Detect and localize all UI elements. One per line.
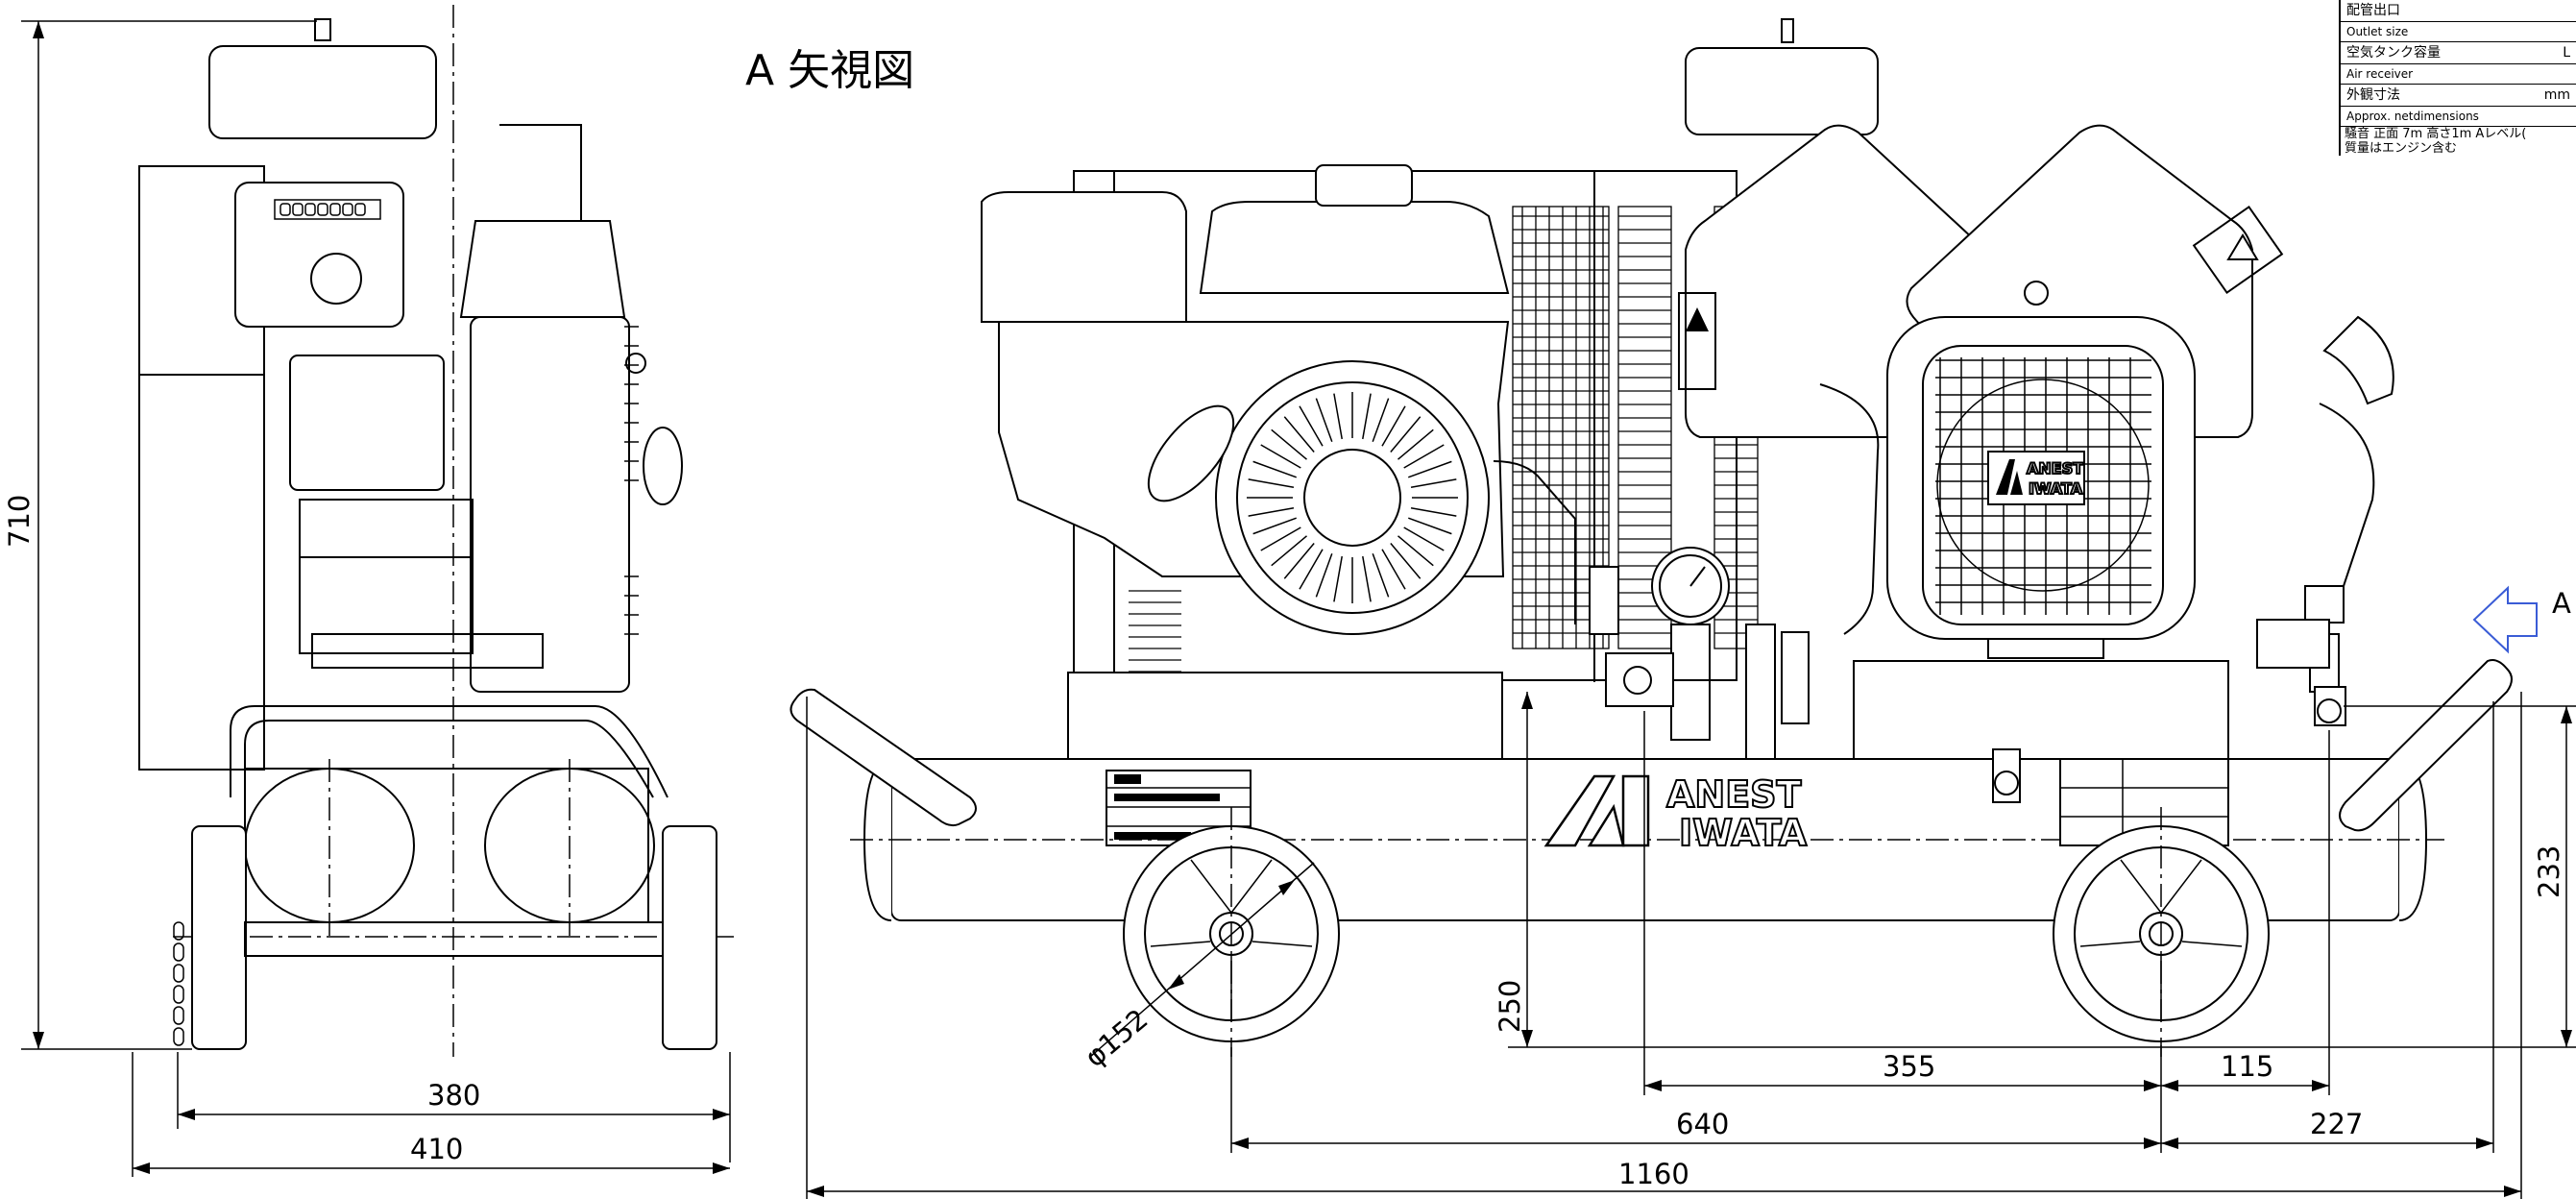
spec-note-weight: 質量はエンジン含む [2345, 141, 2458, 156]
brand-anest: ANEST [1666, 773, 1802, 816]
spec-unit: mm [2543, 87, 2570, 103]
dim-pitch-a: 355 [1883, 1050, 1935, 1083]
spec-label-en: Approx. netdimensions [2346, 110, 2479, 123]
spec-label-ja: 配管出口 [2346, 3, 2400, 18]
front-view-dimensions: φ152 250 233 355 115 640 227 [806, 692, 2576, 1199]
dim-pitch-b: 115 [2221, 1050, 2273, 1083]
brand-logo: ANEST IWATA [1543, 772, 1809, 855]
dim-outlet-height: 233 [2533, 845, 2565, 898]
spec-unit: L [2563, 45, 2570, 61]
dim-tank-height: 250 [1494, 980, 1526, 1033]
fan-guard [1935, 357, 2151, 615]
badge-anest: ANEST [2027, 459, 2083, 477]
front-view: ANEST IWATA [790, 18, 2513, 1057]
spec-row-air-receiver-en: Air receiver [2341, 64, 2576, 85]
view-direction-arrow: A [2472, 585, 2571, 654]
tank-handles [790, 659, 2513, 832]
recoil-starter [1247, 392, 1458, 603]
spec-row-dimensions: 外観寸法 mm [2341, 85, 2576, 107]
dim-side-width-inner: 380 [427, 1079, 480, 1112]
dim-outlet-offset: 227 [2310, 1108, 2363, 1140]
spec-row-outlet: 配管出口 [2341, 0, 2576, 22]
dim-overall-length: 1160 [1618, 1158, 1689, 1190]
spec-label-ja: 外観寸法 [2346, 87, 2400, 103]
spec-label-en: Air receiver [2346, 67, 2414, 81]
spec-row-outlet-en: Outlet size [2341, 22, 2576, 42]
spec-label-en: Outlet size [2346, 25, 2409, 38]
view-arrow-label: A [2552, 587, 2571, 620]
side-view [138, 5, 740, 1057]
dim-overall-height: 710 [3, 495, 36, 548]
view-title: A 矢視図 [745, 46, 914, 95]
dim-side-width-outer: 410 [410, 1133, 463, 1165]
spec-row-dimensions-en: Approx. netdimensions [2341, 107, 2576, 127]
spec-label-ja: 空気タンク容量 [2346, 45, 2441, 61]
engine-label-row [274, 199, 381, 220]
dim-wheel-base: 640 [1676, 1108, 1729, 1140]
brand-iwata: IWATA [1679, 812, 1808, 854]
dim-wheel-diameter: φ152 [1079, 1002, 1154, 1073]
spec-table: 配管出口 Outlet size 空気タンク容量 L Air receiver 外… [2339, 0, 2576, 156]
side-view-dimensions: 710 380 410 [3, 20, 731, 1177]
chain [173, 921, 184, 1046]
spec-note-noise: 騒音 正面 7m 高さ1m Aレベル( [2345, 127, 2527, 141]
compressor-head: ANEST IWATA [1685, 124, 2284, 659]
spec-row-air-receiver: 空気タンク容量 L [2341, 42, 2576, 64]
badge-iwata: IWATA [2029, 479, 2083, 498]
